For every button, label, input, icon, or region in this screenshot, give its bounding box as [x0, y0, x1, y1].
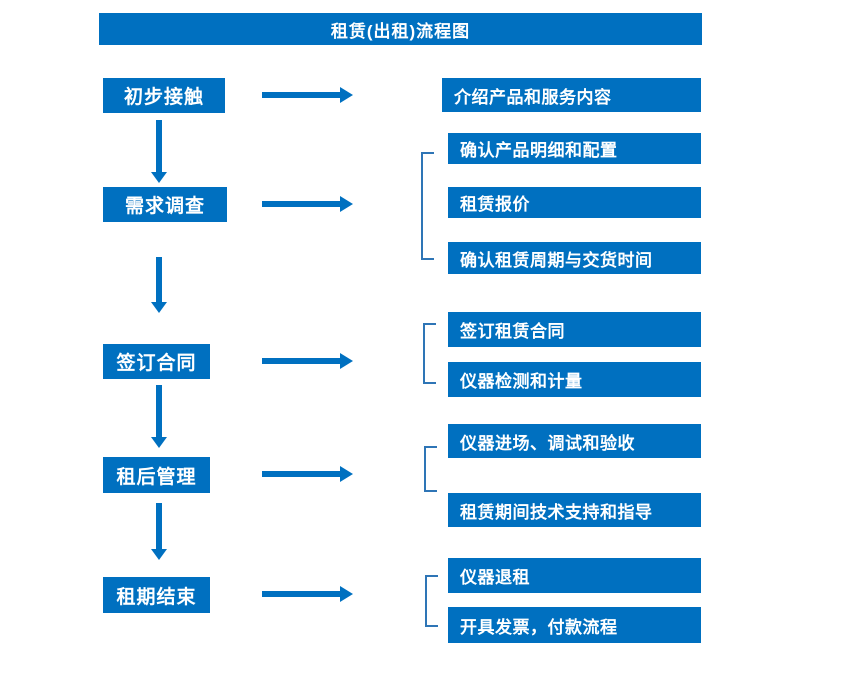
down-arrow-1: [151, 120, 167, 183]
detail-box-instrument-testing: 仪器检测和计量: [448, 362, 701, 397]
arrow-shaft: [262, 591, 340, 597]
arrow-shaft: [156, 120, 162, 172]
right-arrow-2: [262, 196, 353, 212]
arrow-head: [151, 437, 167, 448]
arrow-head: [340, 87, 353, 103]
right-arrow-4: [262, 466, 353, 482]
arrow-head: [340, 353, 353, 369]
arrow-head: [340, 196, 353, 212]
detail-box-sign-rental-contract: 签订租赁合同: [448, 312, 701, 347]
arrow-shaft: [262, 201, 340, 207]
arrow-shaft: [262, 92, 340, 98]
down-arrow-3: [151, 385, 167, 448]
down-arrow-4: [151, 503, 167, 560]
arrow-shaft: [156, 257, 162, 302]
detail-box-rental-quote: 租赁报价: [448, 187, 701, 218]
detail-box-instrument-return: 仪器退租: [448, 558, 701, 593]
detail-box-rental-tech-support: 租赁期间技术支持和指导: [448, 493, 701, 527]
detail-box-confirm-details-config: 确认产品明细和配置: [448, 133, 701, 164]
right-arrow-3: [262, 353, 353, 369]
down-arrow-2: [151, 257, 167, 313]
right-arrow-5: [262, 586, 353, 602]
right-arrow-1: [262, 87, 353, 103]
step-box-demand-survey: 需求调查: [103, 187, 227, 222]
arrow-head: [151, 302, 167, 313]
step-box-initial-contact: 初步接触: [103, 78, 225, 113]
arrow-head: [340, 586, 353, 602]
detail-box-invoice-payment: 开具发票，付款流程: [448, 607, 701, 643]
group-bracket-5: [425, 575, 438, 627]
step-box-sign-contract: 签订合同: [103, 344, 210, 379]
arrow-shaft: [156, 385, 162, 437]
group-bracket-2: [421, 152, 434, 260]
detail-box-confirm-period-delivery: 确认租赁周期与交货时间: [448, 242, 701, 274]
group-bracket-3: [423, 323, 436, 384]
arrow-head: [340, 466, 353, 482]
group-bracket-4: [424, 446, 437, 492]
arrow-shaft: [262, 471, 340, 477]
detail-box-instrument-setup-acceptance: 仪器进场、调试和验收: [448, 424, 701, 458]
arrow-shaft: [262, 358, 340, 364]
arrow-head: [151, 549, 167, 560]
arrow-shaft: [156, 503, 162, 549]
flowchart-title: 租赁(出租)流程图: [99, 13, 702, 45]
detail-box-intro-products: 介绍产品和服务内容: [442, 78, 701, 112]
step-box-rental-end: 租期结束: [103, 577, 210, 613]
step-box-post-rental-management: 租后管理: [103, 457, 210, 493]
arrow-head: [151, 172, 167, 183]
